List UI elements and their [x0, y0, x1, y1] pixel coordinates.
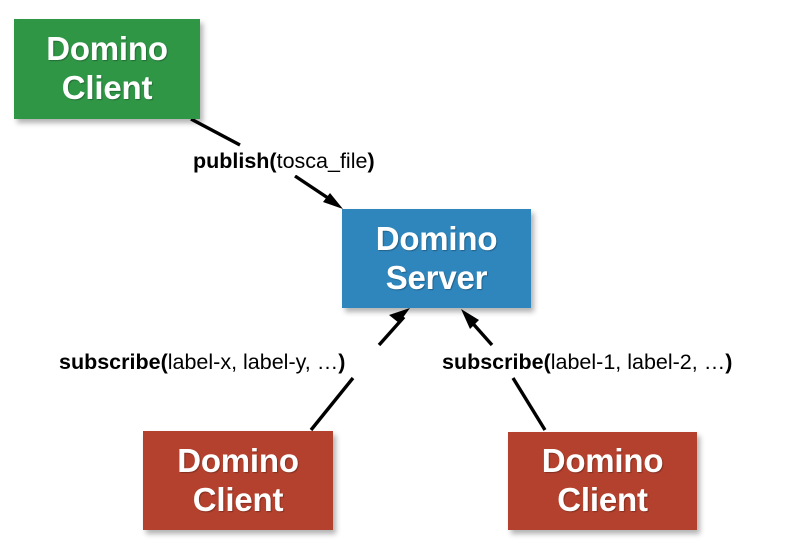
node-title-line-1: Domino [375, 219, 498, 257]
node-title-line-2: Client [192, 480, 284, 518]
edge-label-publish-close-paren: ) [367, 149, 375, 173]
edge-subscribe-left-segment-upper [377, 315, 406, 347]
node-title-line-2: Server [385, 258, 488, 296]
edge-subscribe-right-segment-lower [511, 377, 547, 431]
edge-subscribe-right-arrowhead [461, 309, 479, 329]
node-title-line-2: Client [557, 481, 648, 518]
edge-label-publish: publish(tosca_file) [192, 149, 376, 175]
edge-label-subscribe-right-function: subscribe( [442, 350, 551, 374]
node-title-line-1: Domino [177, 441, 299, 479]
edge-publish-segment-lower [294, 174, 335, 204]
edge-subscribe-left-segment-lower [309, 376, 355, 432]
edge-label-subscribe-right-close-paren: ) [725, 350, 733, 374]
node-domino-client-subscriber-right[interactable]: Domino Client [508, 432, 697, 530]
edge-label-subscribe-right: subscribe(label-1, label-2, …) [441, 350, 734, 376]
node-title-line-1: Domino [46, 30, 168, 68]
edge-subscribe-left-arrowhead [389, 308, 410, 323]
node-title-line-2: Client [61, 69, 153, 106]
edge-label-subscribe-left: subscribe(label-x, label-y, …) [58, 350, 347, 376]
node-domino-server[interactable]: Domino Server [342, 209, 531, 308]
edge-label-subscribe-right-arguments: label-1, label-2, … [550, 350, 726, 374]
edge-publish-arrowhead [323, 193, 343, 209]
edge-label-publish-function: publish( [193, 149, 277, 173]
node-title-line-1: Domino [541, 442, 664, 480]
edge-label-subscribe-left-function: subscribe( [59, 350, 168, 374]
edge-publish-segment-upper [190, 117, 241, 147]
edge-label-subscribe-left-arguments: label-x, label-y, … [167, 350, 339, 374]
node-domino-client-publisher[interactable]: Domino Client [14, 19, 200, 119]
node-domino-client-subscriber-left[interactable]: Domino Client [143, 431, 333, 530]
edge-label-subscribe-left-close-paren: ) [338, 350, 346, 374]
edge-subscribe-right-segment-upper [466, 316, 494, 347]
edge-label-publish-arguments: tosca_file [276, 149, 368, 173]
